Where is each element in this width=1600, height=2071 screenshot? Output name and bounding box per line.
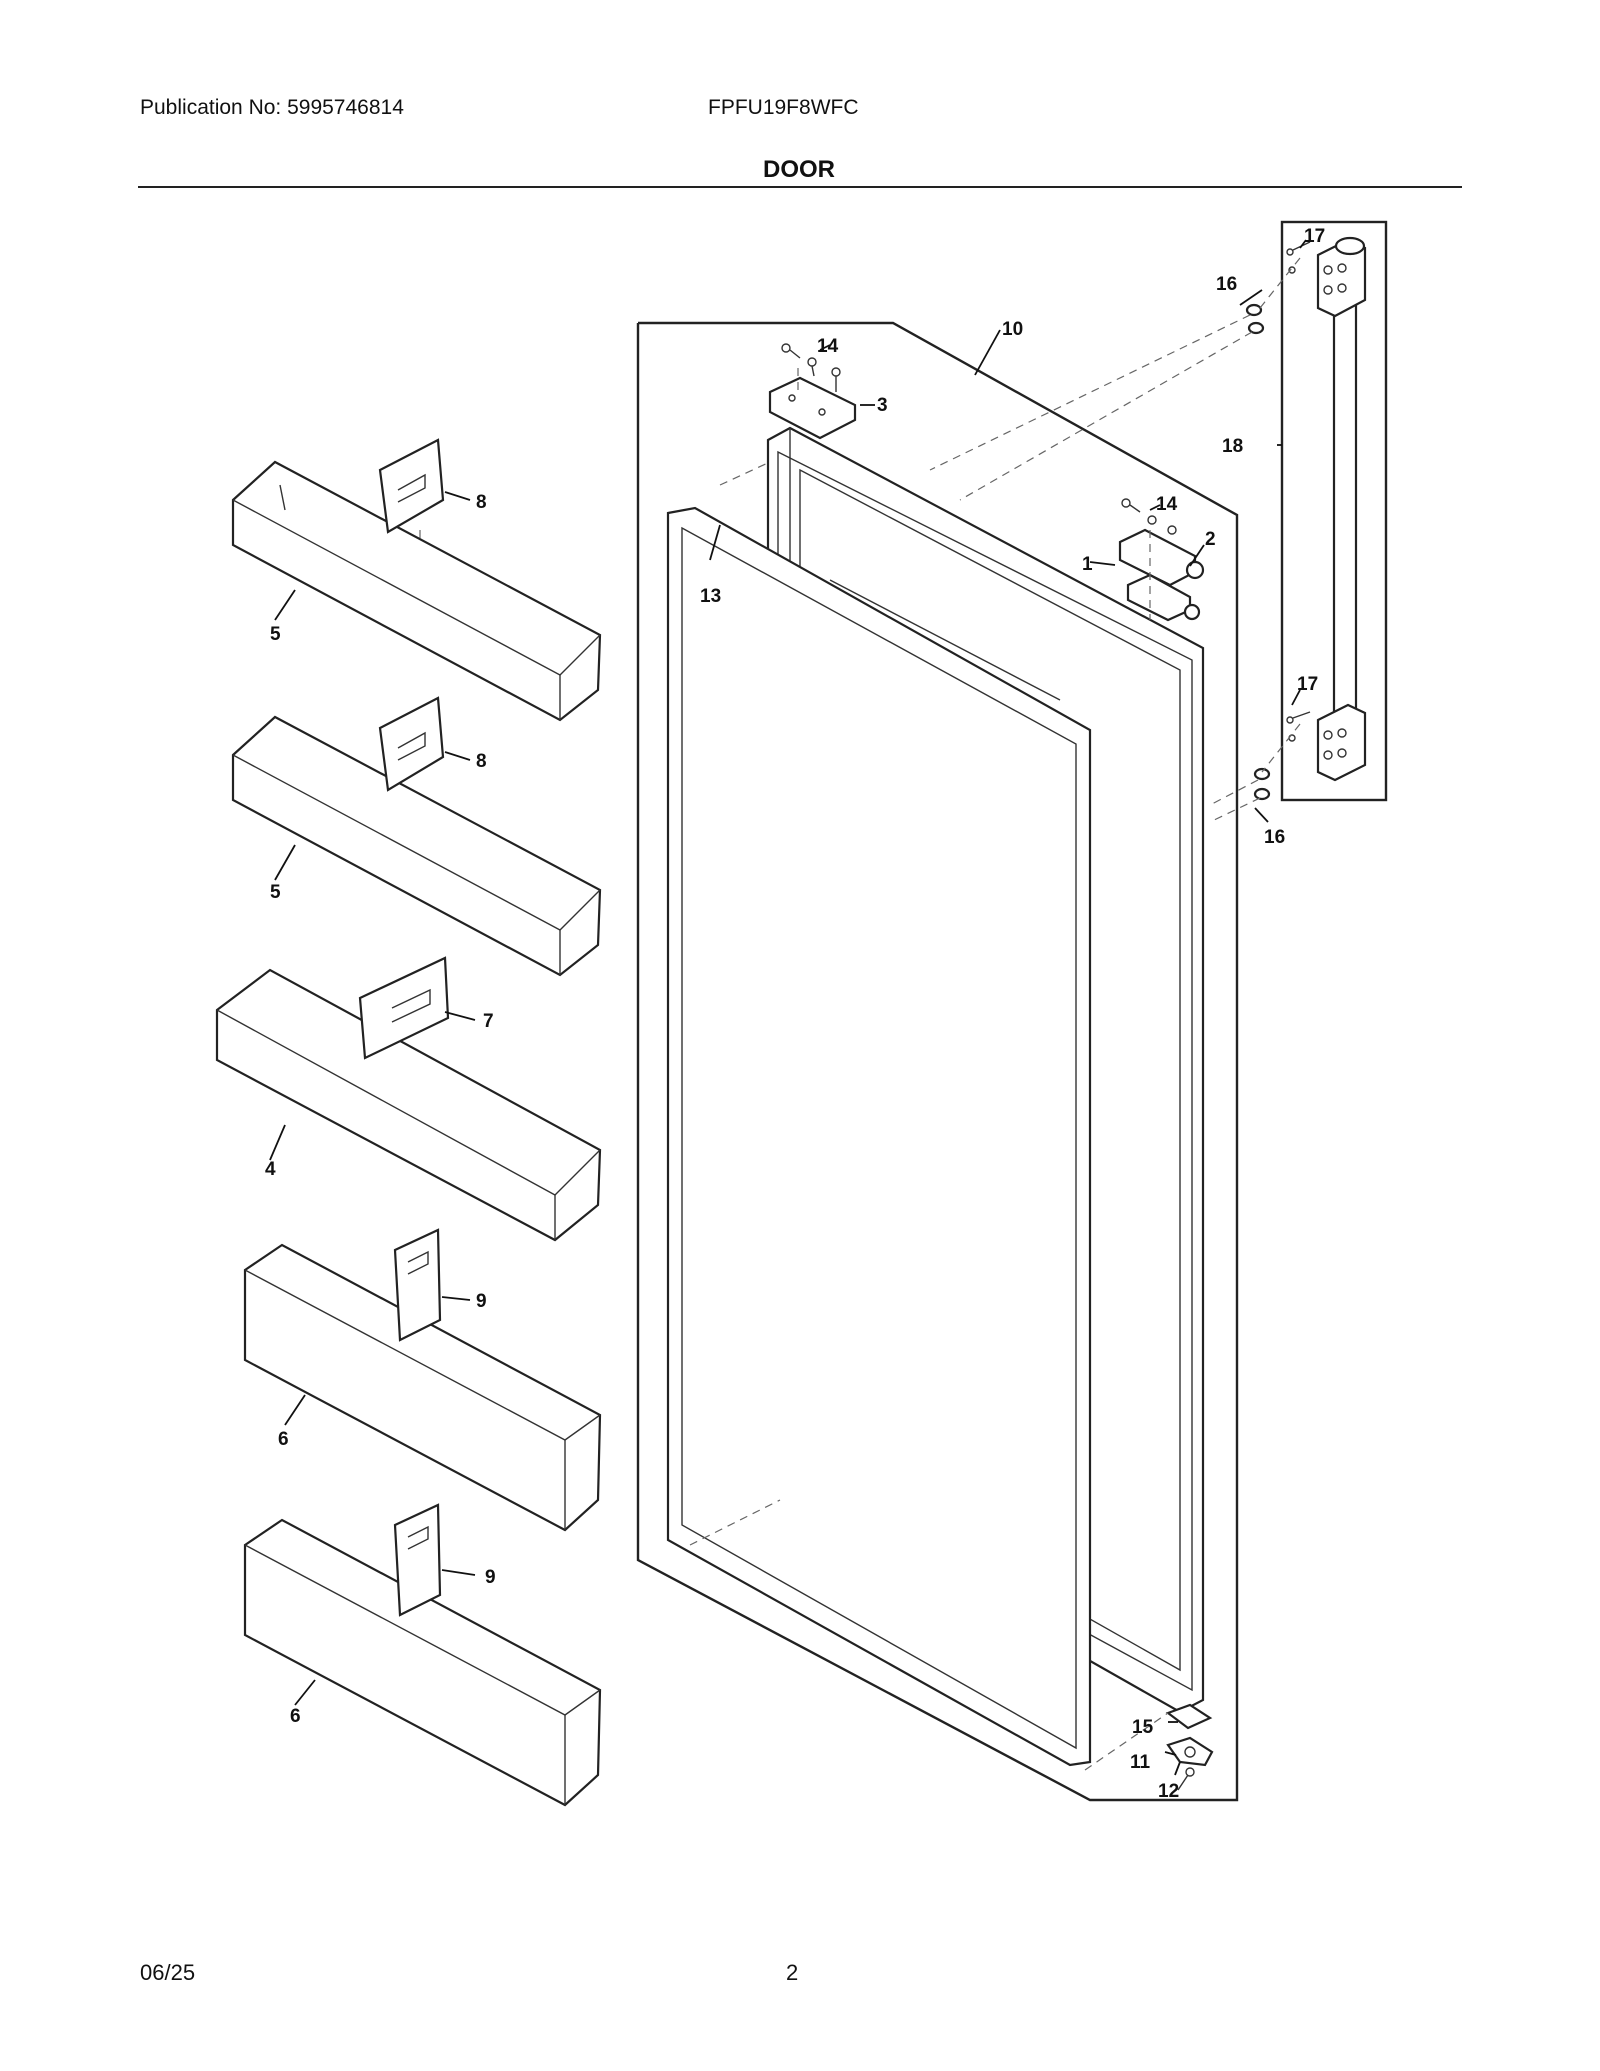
callout-5a: 5 — [270, 624, 281, 645]
bin-cover-2 — [378, 696, 445, 792]
callout-8b: 8 — [476, 751, 487, 772]
callout-11: 11 — [1130, 1752, 1151, 1773]
door-assembly-outline — [636, 321, 1239, 1802]
callout-1: 1 — [1082, 554, 1093, 575]
door-bin-1 — [231, 460, 602, 722]
page-number: 2 — [786, 1960, 799, 1985]
door-bin-4 — [243, 1243, 602, 1532]
callout-5b: 5 — [270, 882, 281, 903]
callout-16b: 16 — [1264, 827, 1285, 848]
callout-6a: 6 — [278, 1429, 289, 1450]
handle-box — [1280, 220, 1388, 802]
callout-17a: 17 — [1304, 226, 1325, 247]
bottom-hinge — [1165, 1703, 1214, 1791]
leader-lines — [269, 239, 1307, 1776]
callout-9a: 9 — [476, 1291, 487, 1312]
bin-clip-1 — [393, 1228, 442, 1342]
callout-7: 7 — [483, 1011, 494, 1032]
handle-screws — [1286, 241, 1311, 742]
door-handle — [1316, 236, 1367, 782]
callout-9b: 9 — [485, 1567, 496, 1588]
callout-16a: 16 — [1216, 274, 1237, 295]
publication-number: Publication No: 5995746814 — [140, 96, 404, 119]
callout-14a: 14 — [817, 336, 839, 357]
callout-4: 4 — [265, 1159, 276, 1180]
callout-8a: 8 — [476, 492, 487, 513]
door-bin-2 — [231, 715, 602, 977]
callout-3: 3 — [877, 395, 888, 416]
bin-clip-2 — [393, 1503, 442, 1617]
callout-13: 13 — [700, 586, 721, 607]
top-screws — [781, 343, 841, 392]
callout-6b: 6 — [290, 1706, 301, 1727]
door-bin-5 — [243, 1518, 602, 1807]
bin-cover-1 — [378, 438, 445, 534]
door-bin-3 — [215, 968, 602, 1242]
callout-12: 12 — [1158, 1781, 1179, 1802]
model-number: FPFU19F8WFC — [708, 96, 859, 119]
callout-14b: 14 — [1156, 494, 1178, 515]
callout-18: 18 — [1222, 436, 1243, 457]
door-gasket — [666, 506, 1092, 1767]
header-rule — [138, 186, 1462, 188]
publication-date: 06/25 — [140, 1960, 196, 1985]
callout-15: 15 — [1132, 1717, 1154, 1738]
callout-10: 10 — [1002, 319, 1023, 340]
right-hinge-screws — [1121, 498, 1177, 535]
right-hinge — [1118, 528, 1205, 622]
bin-cover-3 — [358, 956, 450, 1060]
callout-2: 2 — [1205, 529, 1216, 550]
handle-studs — [1245, 303, 1271, 801]
callout-17b: 17 — [1297, 674, 1318, 695]
section-title: DOOR — [763, 156, 835, 183]
top-hinge-bracket — [768, 376, 857, 440]
